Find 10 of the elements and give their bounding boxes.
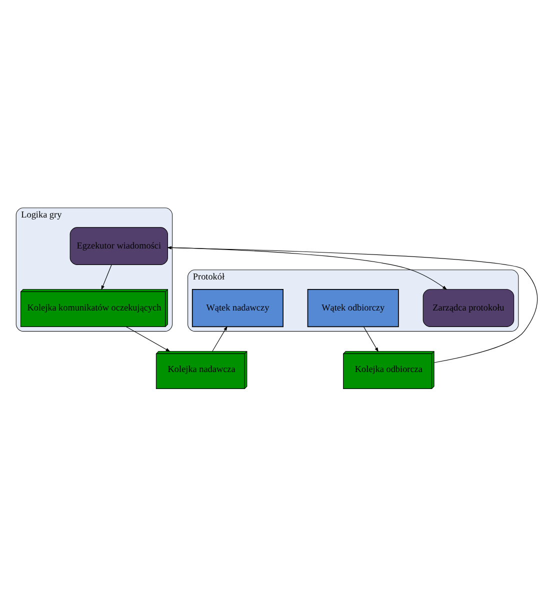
arrow bbox=[168, 247, 448, 290]
arrow bbox=[166, 246, 538, 363]
node-box: Zarządca protokołu bbox=[422, 289, 514, 327]
node-box: Egzekutor wiadomości bbox=[70, 227, 168, 265]
arrow bbox=[126, 326, 170, 352]
arrow bbox=[212, 326, 228, 352]
node-box: Wątek odbiorczy bbox=[307, 288, 399, 328]
node-box: Wątek nadawczy bbox=[192, 288, 284, 328]
arrow bbox=[363, 326, 379, 352]
arrow bbox=[101, 264, 112, 290]
